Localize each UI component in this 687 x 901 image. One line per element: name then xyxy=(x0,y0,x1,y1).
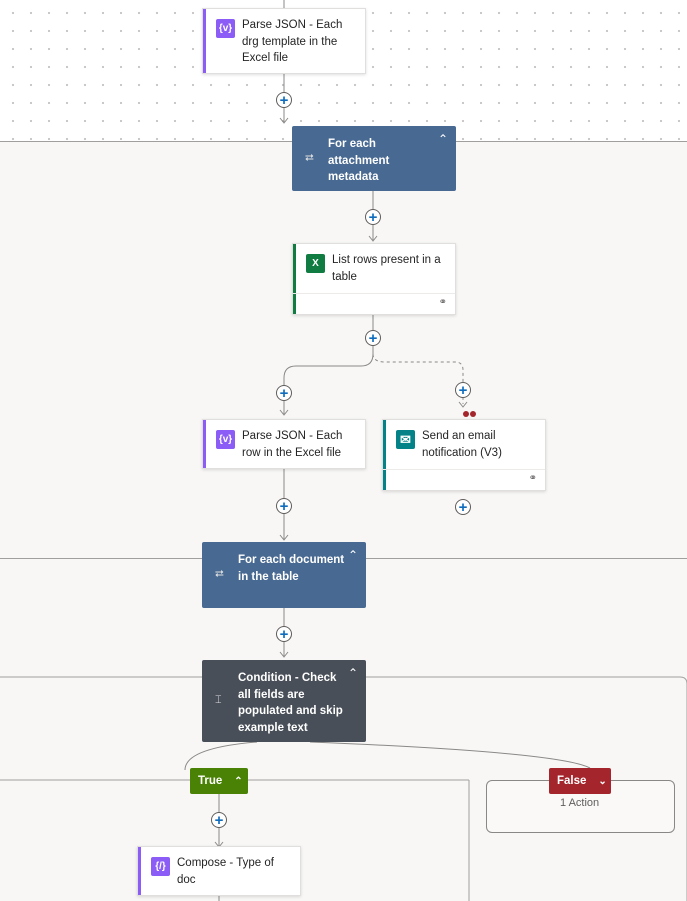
card-title: Parse JSON - Each drg template in the Ex… xyxy=(242,19,343,64)
link-icon: ⚭ xyxy=(438,297,447,308)
for-each-document-loop[interactable]: ⮂ For each document in the table ⌃ xyxy=(202,542,366,608)
card-footer: ⚭ xyxy=(293,293,455,314)
parse-json-template-card[interactable]: {v} Parse JSON - Each drg template in th… xyxy=(202,8,366,74)
link-icon: ⚭ xyxy=(528,473,537,484)
condition-title: Condition - Check all fields are populat… xyxy=(238,672,343,734)
run-after-dot xyxy=(463,411,469,417)
compose-icon: {/} xyxy=(151,857,170,876)
false-branch-summary: 1 Action xyxy=(560,797,600,809)
card-accent xyxy=(203,9,206,73)
add-action-plus-icon[interactable]: + xyxy=(211,812,227,828)
excel-icon: X xyxy=(306,254,325,273)
chevron-up-icon[interactable]: ⌃ xyxy=(347,548,358,562)
condition-icon: ⌶ xyxy=(215,694,222,706)
card-accent xyxy=(293,244,296,314)
add-action-plus-icon[interactable]: + xyxy=(455,499,471,515)
chevron-up-icon: ⌃ xyxy=(234,775,243,787)
add-parallel-branch-plus-icon[interactable]: + xyxy=(455,382,471,398)
card-title: Parse JSON - Each row in the Excel file xyxy=(242,430,343,459)
parse-json-row-card[interactable]: {v} Parse JSON - Each row in the Excel f… xyxy=(202,419,366,469)
chevron-down-icon: ⌄ xyxy=(598,775,607,787)
add-action-plus-icon[interactable]: + xyxy=(365,330,381,346)
add-action-plus-icon[interactable]: + xyxy=(276,92,292,108)
run-after-dot xyxy=(470,411,476,417)
card-title: List rows present in a table xyxy=(332,254,441,283)
card-accent xyxy=(138,847,141,895)
parse-json-icon: {v} xyxy=(216,430,235,449)
loop-title: For each document in the table xyxy=(238,554,345,583)
for-each-attachment-loop[interactable]: ⮂ For each attachment metadata ⌃ xyxy=(292,126,456,191)
card-title: Send an email notification (V3) xyxy=(422,430,502,459)
chevron-up-icon[interactable]: ⌃ xyxy=(437,132,448,146)
card-accent xyxy=(203,420,206,468)
list-rows-card[interactable]: X List rows present in a table ⚭ xyxy=(292,243,456,315)
card-title: Compose - Type of doc xyxy=(177,857,274,886)
add-action-plus-icon[interactable]: + xyxy=(276,385,292,401)
card-accent xyxy=(383,420,386,490)
loop-icon: ⮂ xyxy=(215,568,224,580)
add-action-plus-icon[interactable]: + xyxy=(365,209,381,225)
chevron-up-icon[interactable]: ⌃ xyxy=(347,666,358,680)
compose-type-card[interactable]: {/} Compose - Type of doc xyxy=(137,846,301,896)
parse-json-icon: {v} xyxy=(216,19,235,38)
condition-card[interactable]: ⌶ Condition - Check all fields are popul… xyxy=(202,660,366,742)
add-action-plus-icon[interactable]: + xyxy=(276,498,292,514)
mail-icon: ✉ xyxy=(396,430,415,449)
add-action-plus-icon[interactable]: + xyxy=(276,626,292,642)
loop-title: For each attachment metadata xyxy=(328,138,390,183)
loop-icon: ⮂ xyxy=(305,152,314,164)
send-email-card[interactable]: ✉ Send an email notification (V3) ⚭ xyxy=(382,419,546,491)
card-footer: ⚭ xyxy=(383,469,545,490)
false-branch-button[interactable]: False ⌄ xyxy=(549,768,611,794)
true-branch-button[interactable]: True ⌃ xyxy=(190,768,248,794)
false-label: False xyxy=(557,775,587,787)
true-label: True xyxy=(198,775,223,787)
